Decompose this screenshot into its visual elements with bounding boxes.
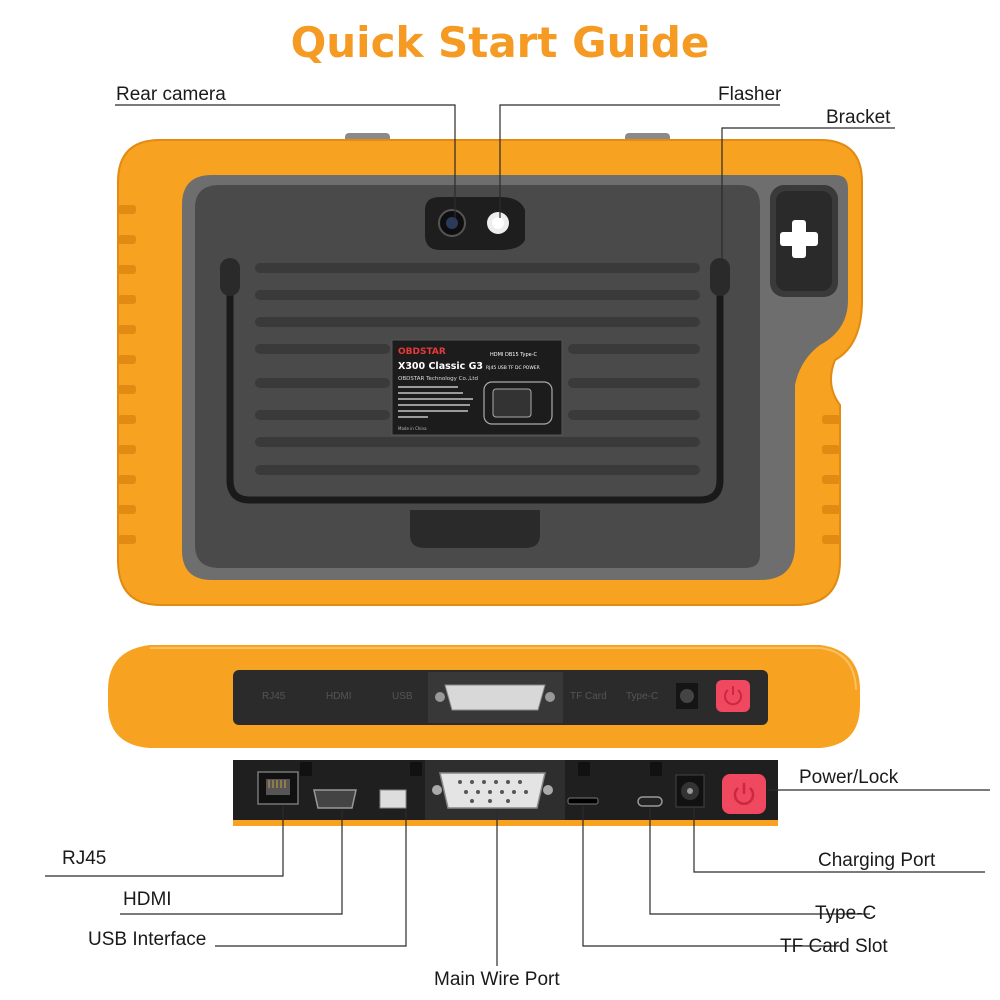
page-title: Quick Start Guide — [290, 18, 710, 67]
device-side-view: RJ45 HDMI USB TF Card Type-C — [108, 645, 860, 748]
callout-flasher: Flasher — [718, 84, 782, 105]
device-port-closeup — [233, 760, 778, 826]
side-label-tf-card: TF Card — [570, 691, 607, 702]
plus-icon — [780, 220, 818, 258]
callout-rear-camera: Rear camera — [116, 84, 226, 105]
brand-text: OBDSTAR — [398, 347, 446, 357]
main-wire-port — [432, 772, 553, 809]
power-icon — [733, 783, 755, 805]
callout-bracket: Bracket — [826, 107, 891, 128]
callout-power-lock: Power/Lock — [799, 767, 899, 788]
callout-rj45: RJ45 — [62, 848, 107, 869]
callout-hdmi: HDMI — [123, 889, 172, 910]
callout-charging-port: Charging Port — [818, 850, 936, 871]
callout-type-c: Type-C — [815, 903, 877, 924]
made-in-text: Made in China — [398, 426, 427, 431]
leader-lines — [45, 104, 990, 966]
port-legend-bottom: RJ45 USB TF DC POWER — [486, 365, 540, 371]
model-text: X300 Classic G3 — [398, 361, 483, 372]
company-text: OBDSTAR Technology Co.,Ltd — [398, 376, 478, 382]
bracket — [220, 258, 730, 504]
hdmi-port — [313, 789, 357, 809]
tf-card-slot — [567, 797, 599, 805]
side-label-hdmi: HDMI — [326, 691, 352, 702]
port-legend-top: HDMI DB15 Type-C — [490, 352, 538, 358]
side-label-usb: USB — [392, 691, 413, 702]
rear-camera — [425, 197, 525, 250]
side-label-type-c: Type-C — [626, 691, 658, 702]
charging-port — [675, 774, 705, 808]
device-rear-view: OBDSTAR X300 Classic G3 OBDSTAR Technolo… — [117, 133, 863, 606]
rj45-port — [257, 771, 299, 805]
callout-main-wire-port: Main Wire Port — [434, 969, 560, 990]
callout-tf-card-slot: TF Card Slot — [780, 936, 888, 957]
power-lock-button — [722, 774, 766, 814]
callout-usb-interface: USB Interface — [88, 929, 207, 950]
usb-port — [379, 789, 407, 809]
type-c-port — [637, 796, 663, 807]
side-label-rj45: RJ45 — [262, 691, 286, 702]
